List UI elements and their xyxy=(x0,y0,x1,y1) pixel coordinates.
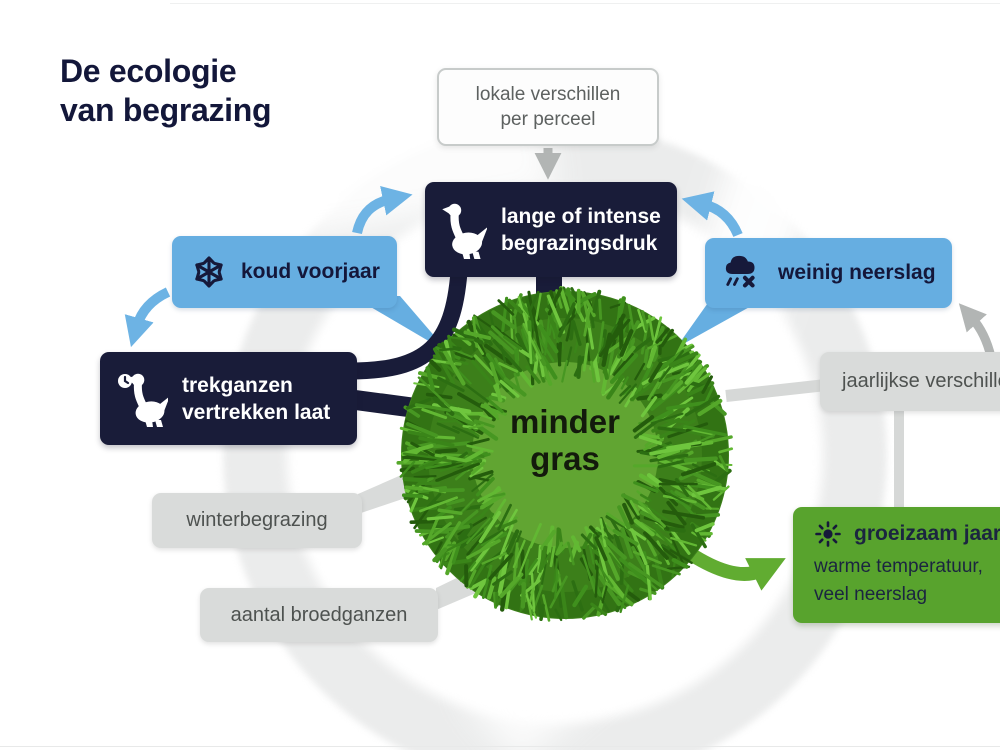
node-groeizaam-jaar: groeizaam jaar warme temperatuur, veel n… xyxy=(793,507,1000,623)
node-begrazingsdruk: lange of intense begrazingsdruk xyxy=(425,182,677,277)
curve-trekganzen-to-begrazingsdruk xyxy=(349,271,468,380)
node-begrazingsdruk-line1: lange of intense xyxy=(501,204,661,228)
center-label-line2: gras xyxy=(530,440,600,477)
node-lokale-line1: lokale verschillen xyxy=(475,84,621,105)
arrow-koud-to-begrazingsdruk xyxy=(352,185,413,235)
rain-cancelled-icon xyxy=(725,255,755,288)
node-jaarlijkse-verschillen: jaarlijkse verschillen xyxy=(820,352,1000,411)
node-koud-voorjaar: koud voorjaar xyxy=(172,236,397,308)
page-title-line1: De ecologie xyxy=(60,53,237,89)
node-trekganzen: trekganzen vertrekken laat xyxy=(100,352,357,445)
center-label-line1: minder xyxy=(509,403,621,440)
node-weinig-label: weinig neerslag xyxy=(778,261,936,284)
grass-inner-disc xyxy=(472,362,658,548)
page-title-line2: van begrazing xyxy=(60,92,272,128)
grass-circle xyxy=(396,286,734,622)
tail-koud-to-grass xyxy=(352,296,449,353)
sun-icon xyxy=(815,521,841,547)
node-winter-label: winterbegrazing xyxy=(186,509,328,531)
line-jaarlijks-to-grass xyxy=(725,379,827,402)
node-groeizaam-line1: warme temperatuur, xyxy=(814,556,983,577)
grass-blades xyxy=(396,286,734,622)
node-groeizaam-line2: veel neerslag xyxy=(814,584,928,605)
node-begrazingsdruk-line2: begrazingsdruk xyxy=(501,231,658,255)
snowflake-icon xyxy=(193,256,225,288)
center-label: minder gras xyxy=(460,403,670,477)
node-koud-label: koud voorjaar xyxy=(241,260,380,283)
goose-icon xyxy=(442,203,487,259)
node-aantal-broedganzen: aantal broedganzen xyxy=(200,588,438,642)
card-edge-line xyxy=(170,3,1000,4)
card-edge-line xyxy=(0,746,1000,747)
page-title: De ecologie van begrazing xyxy=(60,52,272,130)
node-groeizaam-title: groeizaam jaar xyxy=(854,522,1000,545)
node-weinig-neerslag: weinig neerslag xyxy=(705,238,952,308)
tail-weinig-to-grass xyxy=(676,300,762,348)
arrow-weinig-to-begrazingsdruk xyxy=(681,191,743,238)
node-jaarlijks-label: jaarlijkse verschillen xyxy=(842,370,1000,392)
goose-clock-icon xyxy=(118,373,168,427)
arrow-koud-to-trekganzen xyxy=(124,287,171,348)
node-lokale-line2: per perceel xyxy=(500,109,596,130)
node-trekganzen-line1: trekganzen xyxy=(182,373,293,397)
node-lokale-verschillen: lokale verschillen per perceel xyxy=(437,68,659,146)
node-broed-label: aantal broedganzen xyxy=(230,603,408,626)
node-trekganzen-line2: vertrekken laat xyxy=(182,400,331,424)
node-winterbegrazing: winterbegrazing xyxy=(152,493,362,548)
